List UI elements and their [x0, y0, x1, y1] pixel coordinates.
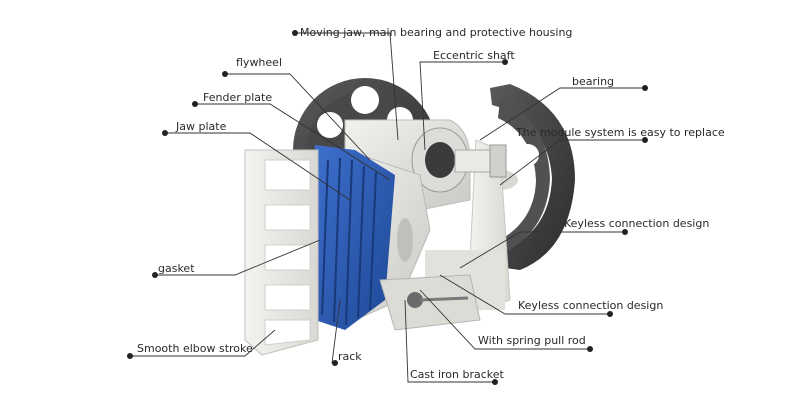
eccentric-shaft-assembly	[344, 119, 507, 211]
label-bearing: bearing	[572, 75, 615, 88]
label-moving-jaw: Moving jaw, main bearing and protective …	[300, 26, 573, 39]
base-bracket	[379, 274, 481, 331]
label-fender-plate: Fender plate	[203, 91, 273, 104]
jaw-plate-blue	[315, 145, 395, 330]
label-keyless-1: Keyless connection design	[564, 217, 710, 230]
leader-dots	[127, 30, 648, 385]
label-smooth-elbow: Smooth elbow stroke	[137, 342, 253, 355]
label-spring-pull-rod: With spring pull rod	[478, 334, 586, 347]
fixed-frame	[244, 149, 319, 356]
label-flywheel: flywheel	[236, 56, 282, 69]
label-rack: rack	[338, 350, 362, 363]
label-module-system: The module system is easy to replace	[516, 126, 725, 139]
label-jaw-plate: Jaw plate	[176, 120, 227, 133]
label-eccentric-shaft: Eccentric shaft	[433, 49, 515, 62]
label-gasket: gasket	[158, 262, 195, 275]
leader-lines	[130, 32, 645, 383]
label-cast-iron-bracket: Cast iron bracket	[410, 368, 504, 381]
label-keyless-2: Keyless connection design	[518, 299, 664, 312]
